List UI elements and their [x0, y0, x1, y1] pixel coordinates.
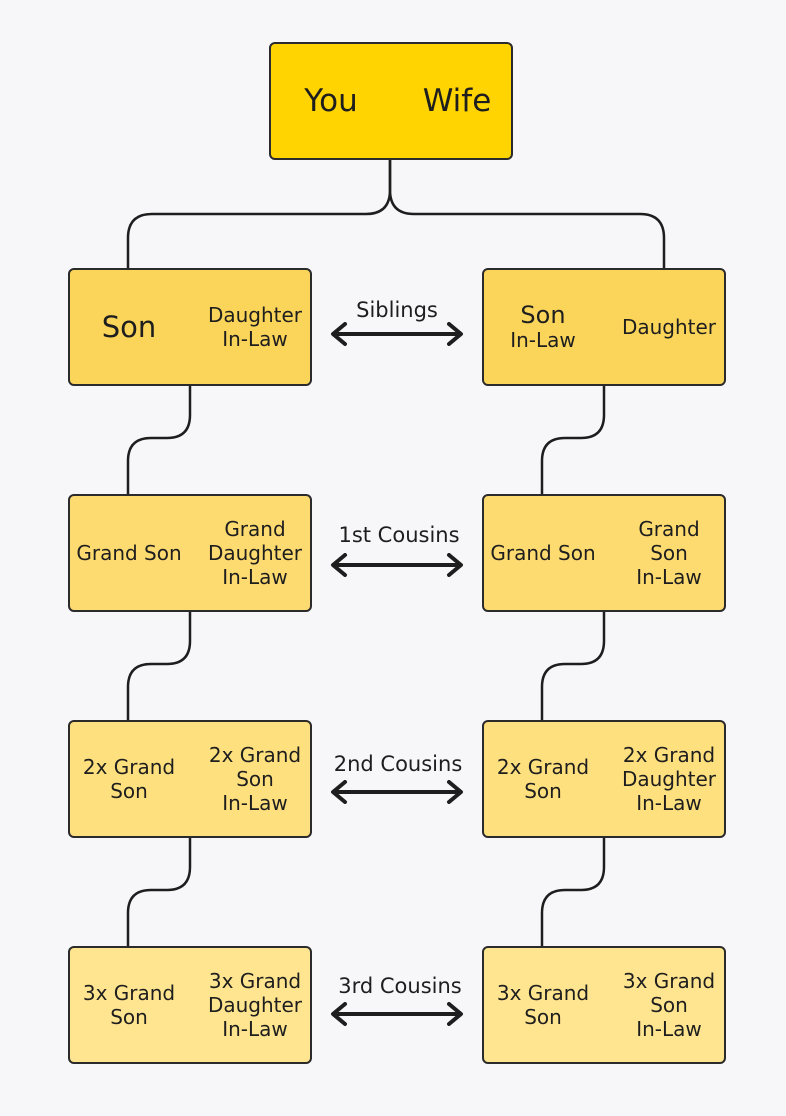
label-line: Son — [520, 301, 566, 329]
root-to-right-connector — [388, 160, 666, 268]
label-line: Daughter — [207, 303, 303, 327]
label-line: 2x Grand — [622, 743, 716, 767]
label-line: Son — [650, 541, 688, 565]
right-level-1-partner: Daughter — [602, 315, 736, 339]
left-level-4-primary: 3x Grand Son — [70, 981, 188, 1029]
right-level-4-box: 3x Grand Son 3x Grand Son In-Law — [482, 946, 726, 1064]
left-connector-2-3 — [126, 612, 192, 720]
relation-label-1st-cousins: 1st Cousins — [338, 523, 460, 547]
left-level-3-partner: 2x Grand Son In-Law — [188, 743, 322, 815]
label-line: Son — [524, 1005, 562, 1029]
label-line: In-Law — [222, 327, 288, 351]
right-level-2-partner: Grand Son In-Law — [602, 517, 736, 589]
label-line: Daughter — [207, 993, 303, 1017]
double-arrow-icon — [331, 780, 463, 804]
left-level-2-partner: Grand Daughter In-Law — [188, 517, 322, 589]
double-arrow-icon — [331, 1002, 463, 1026]
label-line: 3x Grand — [496, 981, 590, 1005]
left-connector-3-4 — [126, 838, 192, 946]
double-arrow-icon — [331, 322, 463, 346]
label-line: Son — [650, 993, 688, 1017]
left-level-3-box: 2x Grand Son 2x Grand Son In-Law — [68, 720, 312, 838]
label-line: 2x Grand — [496, 755, 590, 779]
label-line: 3x Grand — [82, 981, 176, 1005]
label-line: 3x Grand — [208, 969, 302, 993]
right-level-3-box: 2x Grand Son 2x Grand Daughter In-Law — [482, 720, 726, 838]
right-connector-1-2 — [540, 386, 606, 494]
label-line: Son — [110, 779, 148, 803]
label-line: Son — [101, 310, 157, 344]
label-line: Son — [524, 779, 562, 803]
label-line: In-Law — [636, 565, 702, 589]
label-line: In-Law — [222, 791, 288, 815]
root-wife-label: Wife — [422, 83, 492, 119]
label-line: Grand — [638, 517, 700, 541]
label-line: In-Law — [222, 1017, 288, 1041]
right-level-3-partner: 2x Grand Daughter In-Law — [602, 743, 736, 815]
root-you-label: You — [304, 83, 358, 119]
label-line: Grand — [224, 517, 286, 541]
left-level-3-primary: 2x Grand Son — [70, 755, 188, 803]
label-line: Daughter — [621, 767, 717, 791]
right-level-4-partner: 3x Grand Son In-Law — [602, 969, 736, 1041]
label-line: Grand Son — [76, 541, 182, 565]
right-level-1-box: Son In-Law Daughter — [482, 268, 726, 386]
left-level-2-box: Grand Son Grand Daughter In-Law — [68, 494, 312, 612]
left-level-1-box: Son Daughter In-Law — [68, 268, 312, 386]
left-level-2-primary: Grand Son — [70, 541, 188, 565]
label-line: Son — [110, 1005, 148, 1029]
root-to-left-connector — [126, 160, 392, 268]
label-line: Son — [236, 767, 274, 791]
right-connector-2-3 — [540, 612, 606, 720]
label-line: In-Law — [222, 565, 288, 589]
label-line: Grand Son — [490, 541, 596, 565]
double-arrow-icon — [331, 553, 463, 577]
label-line: 2x Grand — [208, 743, 302, 767]
label-line: 2x Grand — [82, 755, 176, 779]
relation-label-2nd-cousins: 2nd Cousins — [333, 752, 463, 776]
left-level-4-partner: 3x Grand Daughter In-Law — [188, 969, 322, 1041]
left-connector-1-2 — [126, 386, 192, 494]
label-line: Daughter — [207, 541, 303, 565]
label-line: In-Law — [636, 791, 702, 815]
right-level-3-primary: 2x Grand Son — [484, 755, 602, 803]
relation-label-3rd-cousins: 3rd Cousins — [338, 974, 462, 998]
right-level-2-primary: Grand Son — [484, 541, 602, 565]
label-line: Daughter — [621, 315, 717, 339]
relation-label-siblings: Siblings — [356, 298, 438, 322]
label-line: In-Law — [510, 328, 576, 352]
label-line: In-Law — [636, 1017, 702, 1041]
right-level-1-primary: Son In-Law — [484, 302, 602, 352]
right-level-2-box: Grand Son Grand Son In-Law — [482, 494, 726, 612]
left-level-1-partner: Daughter In-Law — [188, 303, 322, 351]
right-level-4-primary: 3x Grand Son — [484, 981, 602, 1029]
left-level-1-primary: Son — [70, 311, 188, 343]
right-connector-3-4 — [540, 838, 606, 946]
root-couple-box: You Wife — [269, 42, 513, 160]
left-level-4-box: 3x Grand Son 3x Grand Daughter In-Law — [68, 946, 312, 1064]
label-line: 3x Grand — [622, 969, 716, 993]
